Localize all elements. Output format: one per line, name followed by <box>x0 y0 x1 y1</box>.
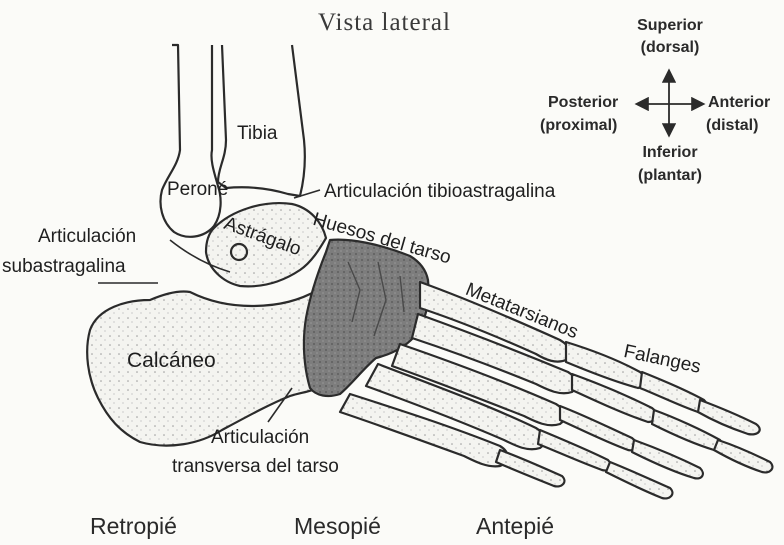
posterior-alt-label: (proximal) <box>540 118 617 134</box>
subastragalina-label-2: subastragalina <box>2 257 126 276</box>
tibioastragalina-label: Articulación tibioastragalina <box>324 182 555 201</box>
anterior-label: Anterior <box>708 95 770 111</box>
region-mesopie: Mesopié <box>294 515 381 538</box>
tibia-label: Tibia <box>237 124 277 143</box>
superior-alt-label: (dorsal) <box>626 40 714 56</box>
perone-label: Peroné <box>167 180 228 199</box>
tibia-bone <box>218 45 305 196</box>
region-retropie: Retropié <box>90 515 177 538</box>
subastragalina-label-1: Articulación <box>38 227 136 246</box>
region-antepie: Antepié <box>476 515 554 538</box>
diagram-title: Vista lateral <box>318 10 451 35</box>
fibula-bone <box>161 45 221 237</box>
superior-label: Superior <box>626 18 714 34</box>
inferior-alt-label: (plantar) <box>626 168 714 184</box>
posterior-label: Posterior <box>548 95 618 111</box>
anterior-alt-label: (distal) <box>706 118 758 134</box>
transversa-label-2: transversa del tarso <box>172 457 339 476</box>
calcaneo-label: Calcáneo <box>127 350 216 371</box>
transversa-label-1: Articulación <box>211 428 309 447</box>
inferior-label: Inferior <box>626 145 714 161</box>
